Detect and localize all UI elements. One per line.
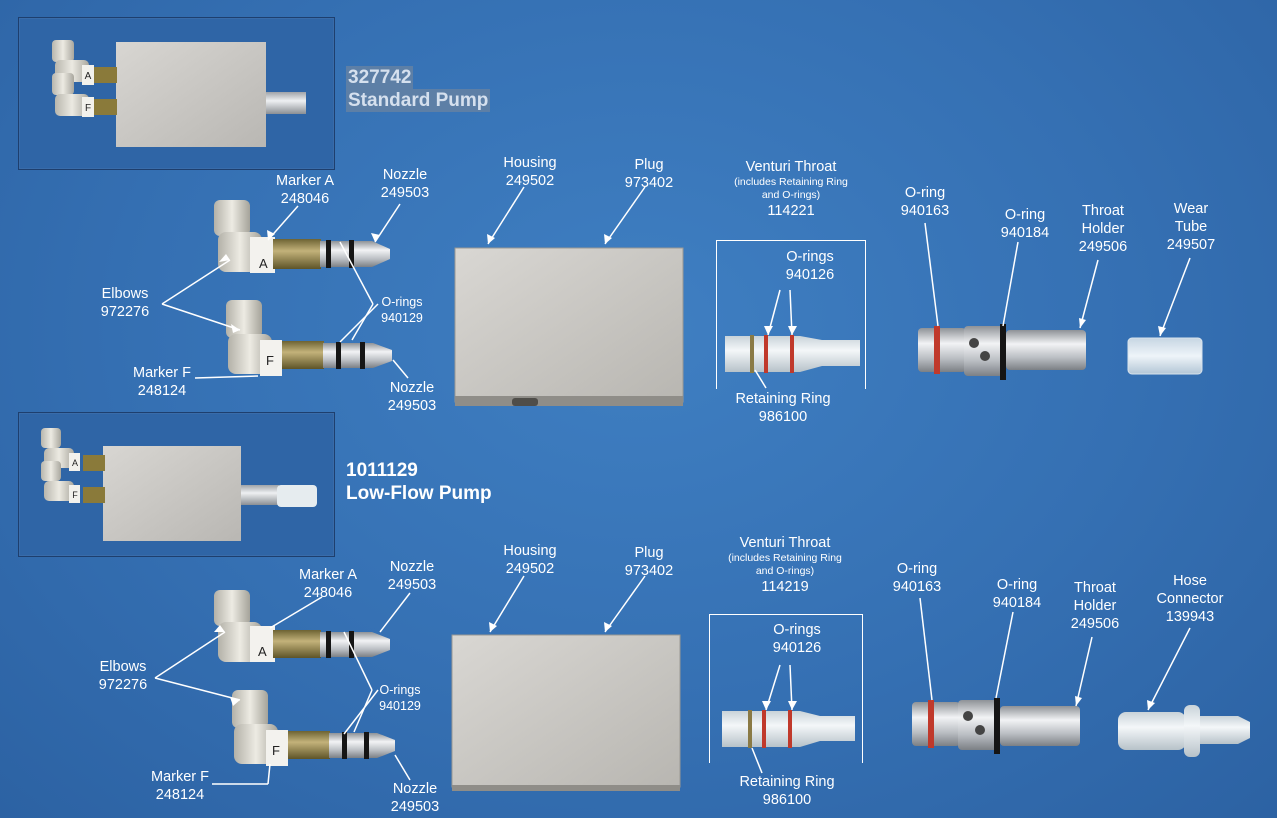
lowflow-venturi-bracket xyxy=(709,614,863,763)
standard-venturi-bracket xyxy=(716,240,866,389)
lowflow-elbow-f: F xyxy=(232,690,288,766)
standard-nozzle-a xyxy=(273,239,390,269)
standard-elbow-marker-a: A xyxy=(259,256,268,271)
standard-venturi-throat xyxy=(725,335,860,373)
standard-leader-arrowheads xyxy=(219,230,1166,336)
lowflow-venturi-throat xyxy=(722,710,855,748)
std-label-venturi: Venturi Throat (includes Retaining Ring … xyxy=(734,159,848,219)
lf-label-venturi: Venturi Throat (includes Retaining Ring … xyxy=(728,535,842,595)
lowflow-elbow-a: A xyxy=(214,590,275,662)
lowflow-leader-arrowheads xyxy=(214,622,1155,710)
lowflow-nozzle-a xyxy=(273,630,390,658)
low-flow-pump-marker-a: A xyxy=(72,458,78,468)
standard-nozzle-f xyxy=(282,341,392,369)
standard-pump-assembly-image: A F xyxy=(52,40,306,147)
lowflow-elbow-marker-a: A xyxy=(258,644,267,659)
standard-pump-marker-f: F xyxy=(85,103,91,114)
low-flow-pump-assembly-image: A F xyxy=(41,428,317,541)
low-flow-pump-inset: A F xyxy=(18,412,335,557)
standard-pump-marker-a: A xyxy=(85,71,92,82)
standard-pump-part-number: 327742 xyxy=(346,66,414,89)
low-flow-pump-marker-f: F xyxy=(72,490,78,500)
standard-pump-name: Standard Pump xyxy=(346,89,491,112)
standard-elbow-a: A xyxy=(214,200,275,273)
low-flow-pump-name: Low-Flow Pump xyxy=(346,483,492,504)
lowflow-elbow-marker-f: F xyxy=(272,743,280,758)
standard-elbow-marker-f: F xyxy=(266,353,274,368)
standard-housing xyxy=(454,247,684,406)
standard-elbow-f: F xyxy=(226,300,282,376)
lowflow-hose-connector xyxy=(1118,705,1250,757)
lowflow-housing xyxy=(451,634,681,791)
standard-throat-holder xyxy=(918,324,1086,380)
lowflow-nozzle-f xyxy=(288,731,395,759)
standard-wear-tube xyxy=(1127,337,1203,375)
low-flow-pump-part-number: 1011129 xyxy=(346,460,418,481)
low-flow-pump-title: 1011129 Low-Flow Pump xyxy=(346,459,492,505)
standard-pump-title: 327742 Standard Pump xyxy=(346,66,491,112)
standard-pump-inset: A F xyxy=(18,17,335,170)
lowflow-leader-lines xyxy=(154,575,1191,785)
lowflow-throat-holder xyxy=(912,698,1080,754)
